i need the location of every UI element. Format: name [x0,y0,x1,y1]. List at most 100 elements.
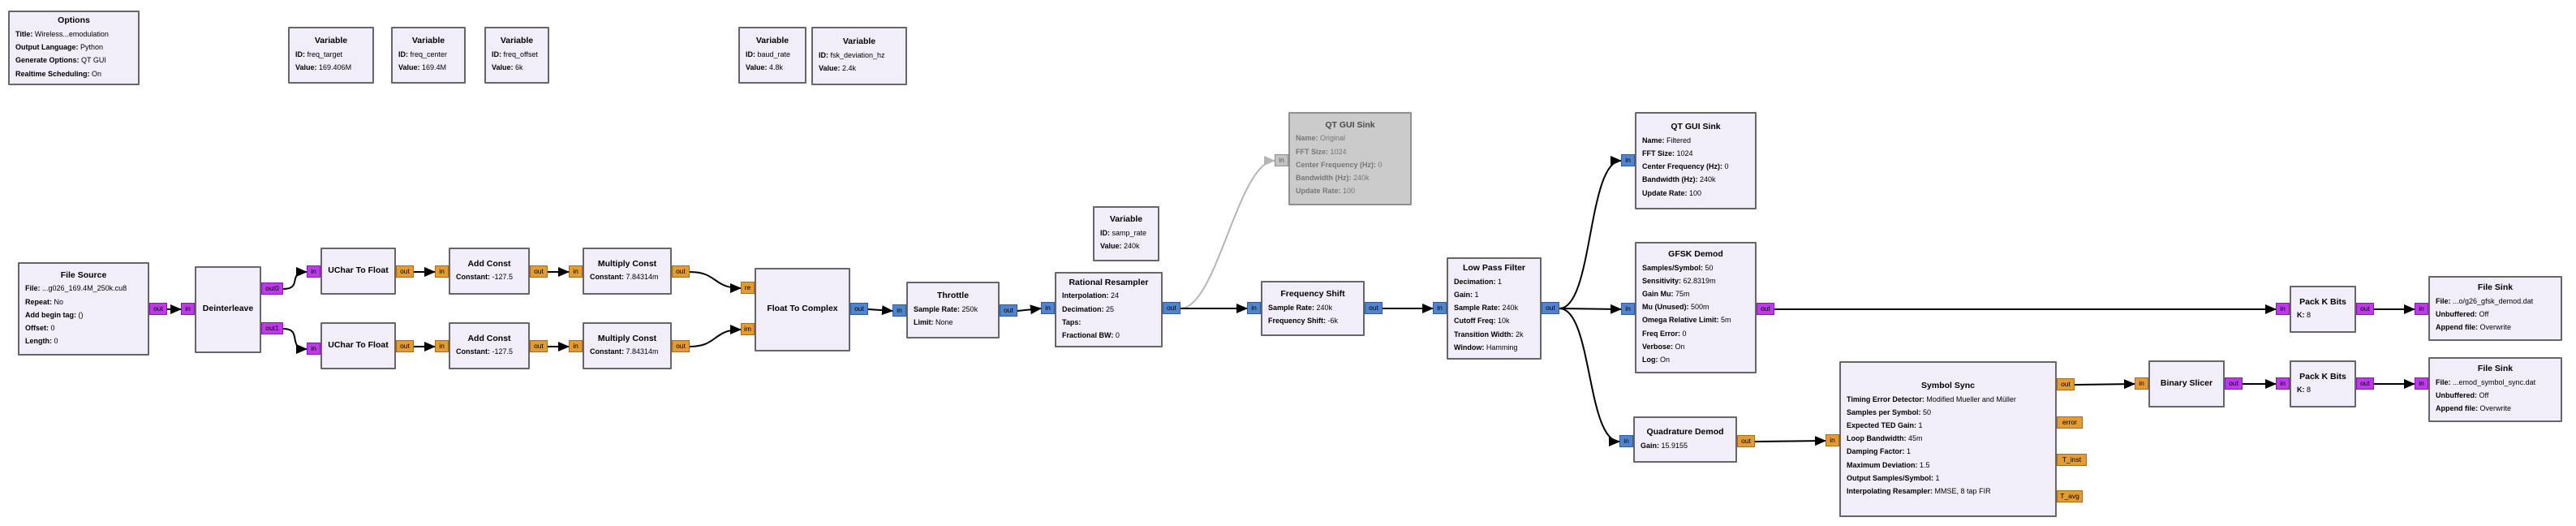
symbol-sync-port-out[interactable]: out [2057,378,2075,390]
file-source-port-out[interactable]: out [149,303,167,315]
wire-lpf.out-to-qt_filt.in[interactable] [1559,156,1622,309]
gfsk-demod-port-out[interactable]: out [1757,303,1774,315]
wire-ss.out-to-binary.in[interactable] [2074,379,2135,390]
wire-throttle.out-to-rr.in[interactable] [1017,304,1042,315]
multiply-const-top-port-out[interactable]: out [672,265,690,278]
file-sink-gfsk-port-in[interactable]: in [2415,303,2428,315]
add-const-bottom-port-out[interactable]: out [530,340,548,352]
options-block-param-1-value: Python [80,43,104,52]
multiply-const-bottom-port-in[interactable]: in [569,340,583,352]
symbol-sync-port-error[interactable]: error [2057,416,2083,429]
file-sink-symbol-sync-port-in[interactable]: in [2415,377,2428,390]
qt-gui-sink-original-block-param-1-label: FFT Size: [1296,147,1328,156]
variable-freq-target-title: Variable [314,36,348,46]
rational-resampler-port-out[interactable]: out [1163,302,1180,314]
uchar-to-float-bottom-port-in[interactable]: in [307,343,320,355]
deinterleave-port-out0[interactable]: out0 [261,282,283,295]
pack-k-bits-bottom-port-in[interactable]: in [2276,377,2290,390]
wire-lpf.out-to-quad.in[interactable] [1559,308,1620,446]
binary-slicer-block[interactable]: Binary Slicer [2148,360,2225,407]
wire-quad.out-to-ss.in[interactable] [1754,436,1826,446]
wire-lpf.out-to-gfsk.in[interactable] [1559,304,1622,314]
low-pass-filter-port-in[interactable]: in [1433,302,1447,314]
binary-slicer-port-in[interactable]: in [2135,377,2148,390]
multiply-const-bottom-port-out[interactable]: out [672,340,690,352]
add-const-bottom-port-in[interactable]: in [435,340,449,352]
wire-mult_const_bottom.out-to-ftc.im[interactable] [689,325,742,347]
quadrature-demod-block-param-0: Gain: 15.9155 [1641,439,1730,452]
quadrature-demod-port-out[interactable]: out [1737,435,1755,447]
wire-deinterleave.out1-to-uchar_bottom.in[interactable] [282,328,307,354]
variable-samp-rate-title: Variable [1109,214,1143,225]
quadrature-demod-port-in[interactable]: in [1619,435,1633,447]
qt-gui-sink-original-block-param-0-label: Name: [1296,134,1318,143]
frequency-shift-port-in[interactable]: in [1247,302,1261,314]
binary-slicer-port-out[interactable]: out [2225,377,2243,390]
add-const-top-port-out[interactable]: out [530,265,548,278]
uchar-to-float-bottom-block[interactable]: UChar To Float [320,322,396,369]
low-pass-filter-port-out[interactable]: out [1542,302,1559,314]
float-to-complex-block[interactable]: Float To Complex [755,268,850,351]
rational-resampler-block-param-2-label: Taps: [1062,317,1082,326]
uchar-to-float-top-port-in[interactable]: in [307,265,320,278]
wire-ftc.out-to-throttle.in[interactable] [867,305,893,316]
symbol-sync-port-T_avg[interactable]: T_avg [2057,490,2083,502]
low-pass-filter-block-param-2-value: 240k [1502,304,1519,313]
pack-k-bits-top-port-in[interactable]: in [2276,303,2290,315]
rational-resampler-port-in[interactable]: in [1041,302,1055,314]
throttle-port-in[interactable]: in [892,304,906,317]
multiply-const-top-port-in[interactable]: in [569,265,583,278]
options-block-param-0-label: Title: [15,29,33,38]
wire-mult_const_top.out-to-ftc.re[interactable] [689,271,742,293]
frequency-shift-port-out[interactable]: out [1365,302,1383,314]
float-to-complex-port-im[interactable]: im [741,323,755,335]
symbol-sync-block-param-6-label: Output Samples/Symbol: [1847,473,1934,482]
pack-k-bits-top-port-out[interactable]: out [2356,303,2374,315]
throttle-port-out[interactable]: out [1000,304,1017,317]
pack-k-bits-bottom-port-out[interactable]: out [2356,377,2374,390]
uchar-to-float-top-port-out[interactable]: out [396,265,414,278]
symbol-sync-port-T_inst[interactable]: T_inst [2057,454,2087,466]
wire-deinterleave.out0-to-uchar_top.in[interactable] [282,267,307,290]
file-sink-symbol-sync-block-param-1: Unbuffered: Off [2436,389,2555,402]
gfsk-demod-port-in[interactable]: in [1621,303,1635,315]
deinterleave-port-in[interactable]: in [181,303,195,315]
float-to-complex-port-re[interactable]: re [741,282,755,294]
float-to-complex-port-out[interactable]: out [850,303,868,315]
deinterleave-block[interactable]: Deinterleave [195,266,261,353]
uchar-to-float-bottom-port-out[interactable]: out [396,340,414,352]
wire-rr.out-to-qt_orig.in[interactable] [1180,156,1275,309]
add-const-top-port-in[interactable]: in [435,265,449,278]
qt-gui-sink-original-port-in[interactable]: in [1275,154,1288,166]
symbol-sync-port-in[interactable]: in [1826,434,1839,446]
deinterleave-port-out1[interactable]: out1 [261,322,283,334]
uchar-to-float-top-block[interactable]: UChar To Float [320,248,396,295]
qt-gui-sink-filtered-port-in[interactable]: in [1621,154,1635,166]
